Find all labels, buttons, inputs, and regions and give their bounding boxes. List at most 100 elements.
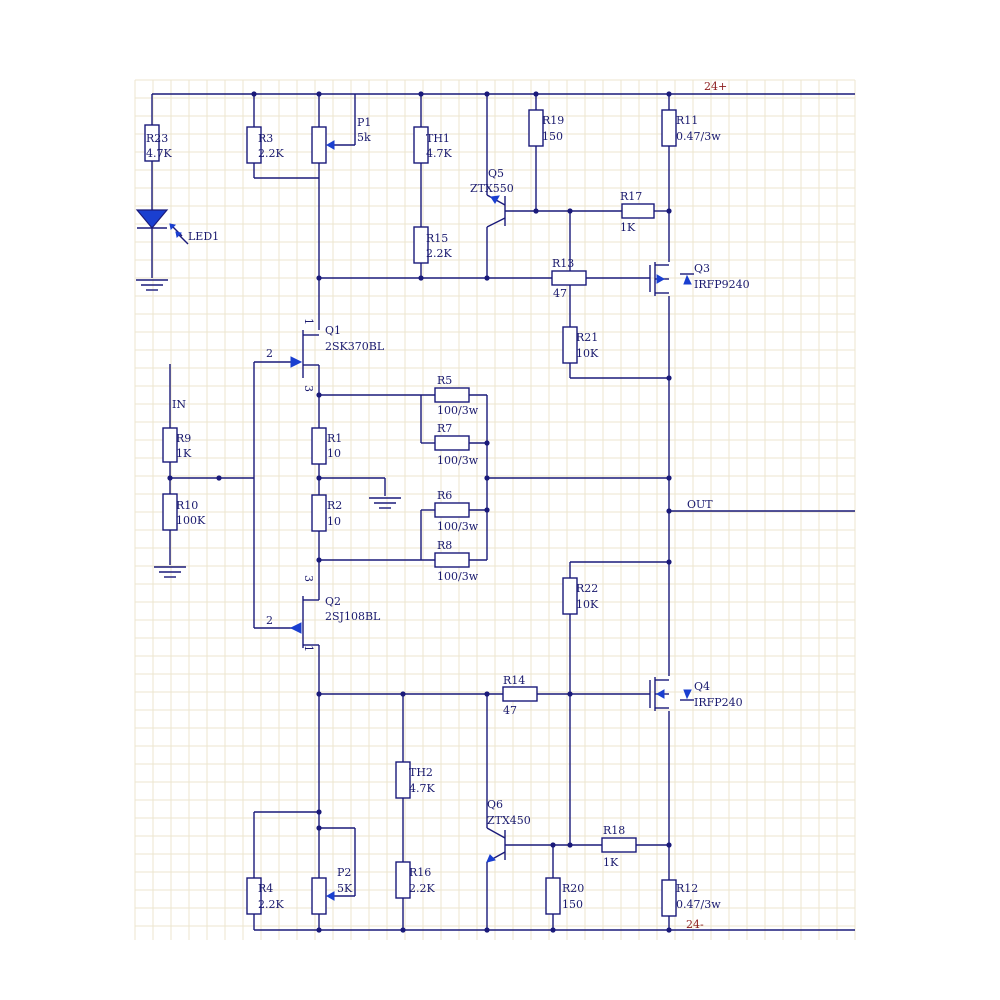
r17-value: 1K [620, 221, 636, 234]
r21-ref: R21 [576, 331, 598, 344]
q2-value: 2SJ108BL [325, 610, 381, 623]
p2-ref: P2 [337, 866, 351, 879]
r11-value: 0.47/3w [676, 130, 721, 143]
p1-value: 5k [357, 131, 371, 144]
r3-ref: R3 [258, 132, 273, 145]
resistor-r9 [162, 427, 178, 463]
q3-value: IRFP9240 [694, 278, 750, 291]
resistor-r23 [144, 124, 160, 162]
led1-ref: LED1 [188, 230, 219, 243]
th1-ref: TH1 [426, 132, 450, 145]
r7-value: 100/3w [437, 454, 479, 467]
r3-value: 2.2K [258, 147, 284, 160]
r8-ref: R8 [437, 539, 452, 552]
r6-value: 100/3w [437, 520, 479, 533]
q2-source-pin: 1 [302, 645, 315, 652]
input-label: IN [172, 398, 186, 411]
r23-value: 4.7K [146, 147, 172, 160]
resistor-r8 [434, 552, 470, 568]
resistor-r10 [162, 493, 178, 531]
led-symbol [135, 209, 189, 245]
r18-value: 1K [603, 856, 619, 869]
output-label: OUT [687, 498, 713, 511]
r19-value: 150 [542, 130, 563, 143]
th2-ref: TH2 [409, 766, 433, 779]
p1-wiper-arrow [325, 140, 335, 150]
potentiometer-p2 [311, 877, 327, 915]
q4-value: IRFP240 [694, 696, 743, 709]
resistor-r7 [434, 435, 470, 451]
r10-value: 100K [176, 514, 206, 527]
q1-value: 2SK370BL [325, 340, 385, 353]
r14-ref: R14 [503, 674, 525, 687]
th1-value: 4.7K [426, 147, 452, 160]
resistor-r21 [562, 326, 578, 364]
resistor-r13 [551, 270, 587, 286]
jfet-q2 [289, 578, 320, 648]
r12-ref: R12 [676, 882, 698, 895]
r13-value: 47 [553, 287, 567, 300]
resistor-r16 [395, 861, 411, 899]
resistor-r14 [502, 686, 538, 702]
resistor-r19 [528, 109, 544, 147]
r4-ref: R4 [258, 882, 273, 895]
resistor-r18 [601, 837, 637, 853]
resistor-r2 [311, 494, 327, 532]
resistor-r11 [661, 109, 677, 147]
r8-value: 100/3w [437, 570, 479, 583]
resistor-r22 [562, 577, 578, 615]
r22-value: 10K [576, 598, 599, 611]
q3-ref: Q3 [694, 262, 710, 275]
labels: 24+ 24- OUT IN R23 4.7K LED1 R3 2.2K P1 … [146, 80, 750, 931]
q5-ref: Q5 [488, 167, 504, 180]
mosfet-q4 [649, 677, 694, 711]
th2-value: 4.7K [409, 782, 435, 795]
r10-ref: R10 [176, 499, 198, 512]
r2-ref: R2 [327, 499, 342, 512]
resistor-r6 [434, 502, 470, 518]
q5-value: ZTX550 [470, 182, 514, 195]
thermistor-th2 [395, 761, 411, 799]
resistor-r12 [661, 879, 677, 917]
p2-value: 5K [337, 882, 353, 895]
q4-ref: Q4 [694, 680, 710, 693]
q2-drain-pin: 3 [302, 575, 315, 582]
r1-value: 10 [327, 447, 341, 460]
r13-ref: R13 [552, 257, 574, 270]
resistor-r1 [311, 427, 327, 465]
ground-symbols [136, 279, 401, 578]
q1-source-pin: 1 [302, 318, 315, 325]
r11-ref: R11 [676, 114, 698, 127]
potentiometer-p1 [311, 126, 327, 164]
r1-ref: R1 [327, 432, 342, 445]
bjt-q6 [486, 827, 506, 863]
mosfet-q3 [649, 262, 694, 296]
r6-ref: R6 [437, 489, 452, 502]
r12-value: 0.47/3w [676, 898, 721, 911]
r5-ref: R5 [437, 374, 452, 387]
r16-value: 2.2K [409, 882, 435, 895]
r5-value: 100/3w [437, 404, 479, 417]
resistor-r4 [246, 877, 262, 915]
q1-gate-pin: 2 [266, 347, 273, 360]
r7-ref: R7 [437, 422, 452, 435]
r20-ref: R20 [562, 882, 584, 895]
r23-ref: R23 [146, 132, 168, 145]
resistors [144, 109, 677, 917]
q6-ref: Q6 [487, 798, 503, 811]
r16-ref: R16 [409, 866, 431, 879]
background-grid [134, 79, 856, 940]
q1-ref: Q1 [325, 324, 341, 337]
p2-wiper-arrow [325, 891, 335, 901]
thermistor-th1 [413, 126, 429, 164]
r9-value: 1K [176, 447, 192, 460]
resistor-r5 [434, 387, 470, 403]
q1-drain-pin: 3 [302, 385, 315, 392]
resistor-r15 [413, 226, 429, 264]
resistor-r17 [621, 203, 655, 219]
bjt-q5 [486, 194, 506, 228]
q2-ref: Q2 [325, 595, 341, 608]
q2-gate-pin: 2 [266, 614, 273, 627]
